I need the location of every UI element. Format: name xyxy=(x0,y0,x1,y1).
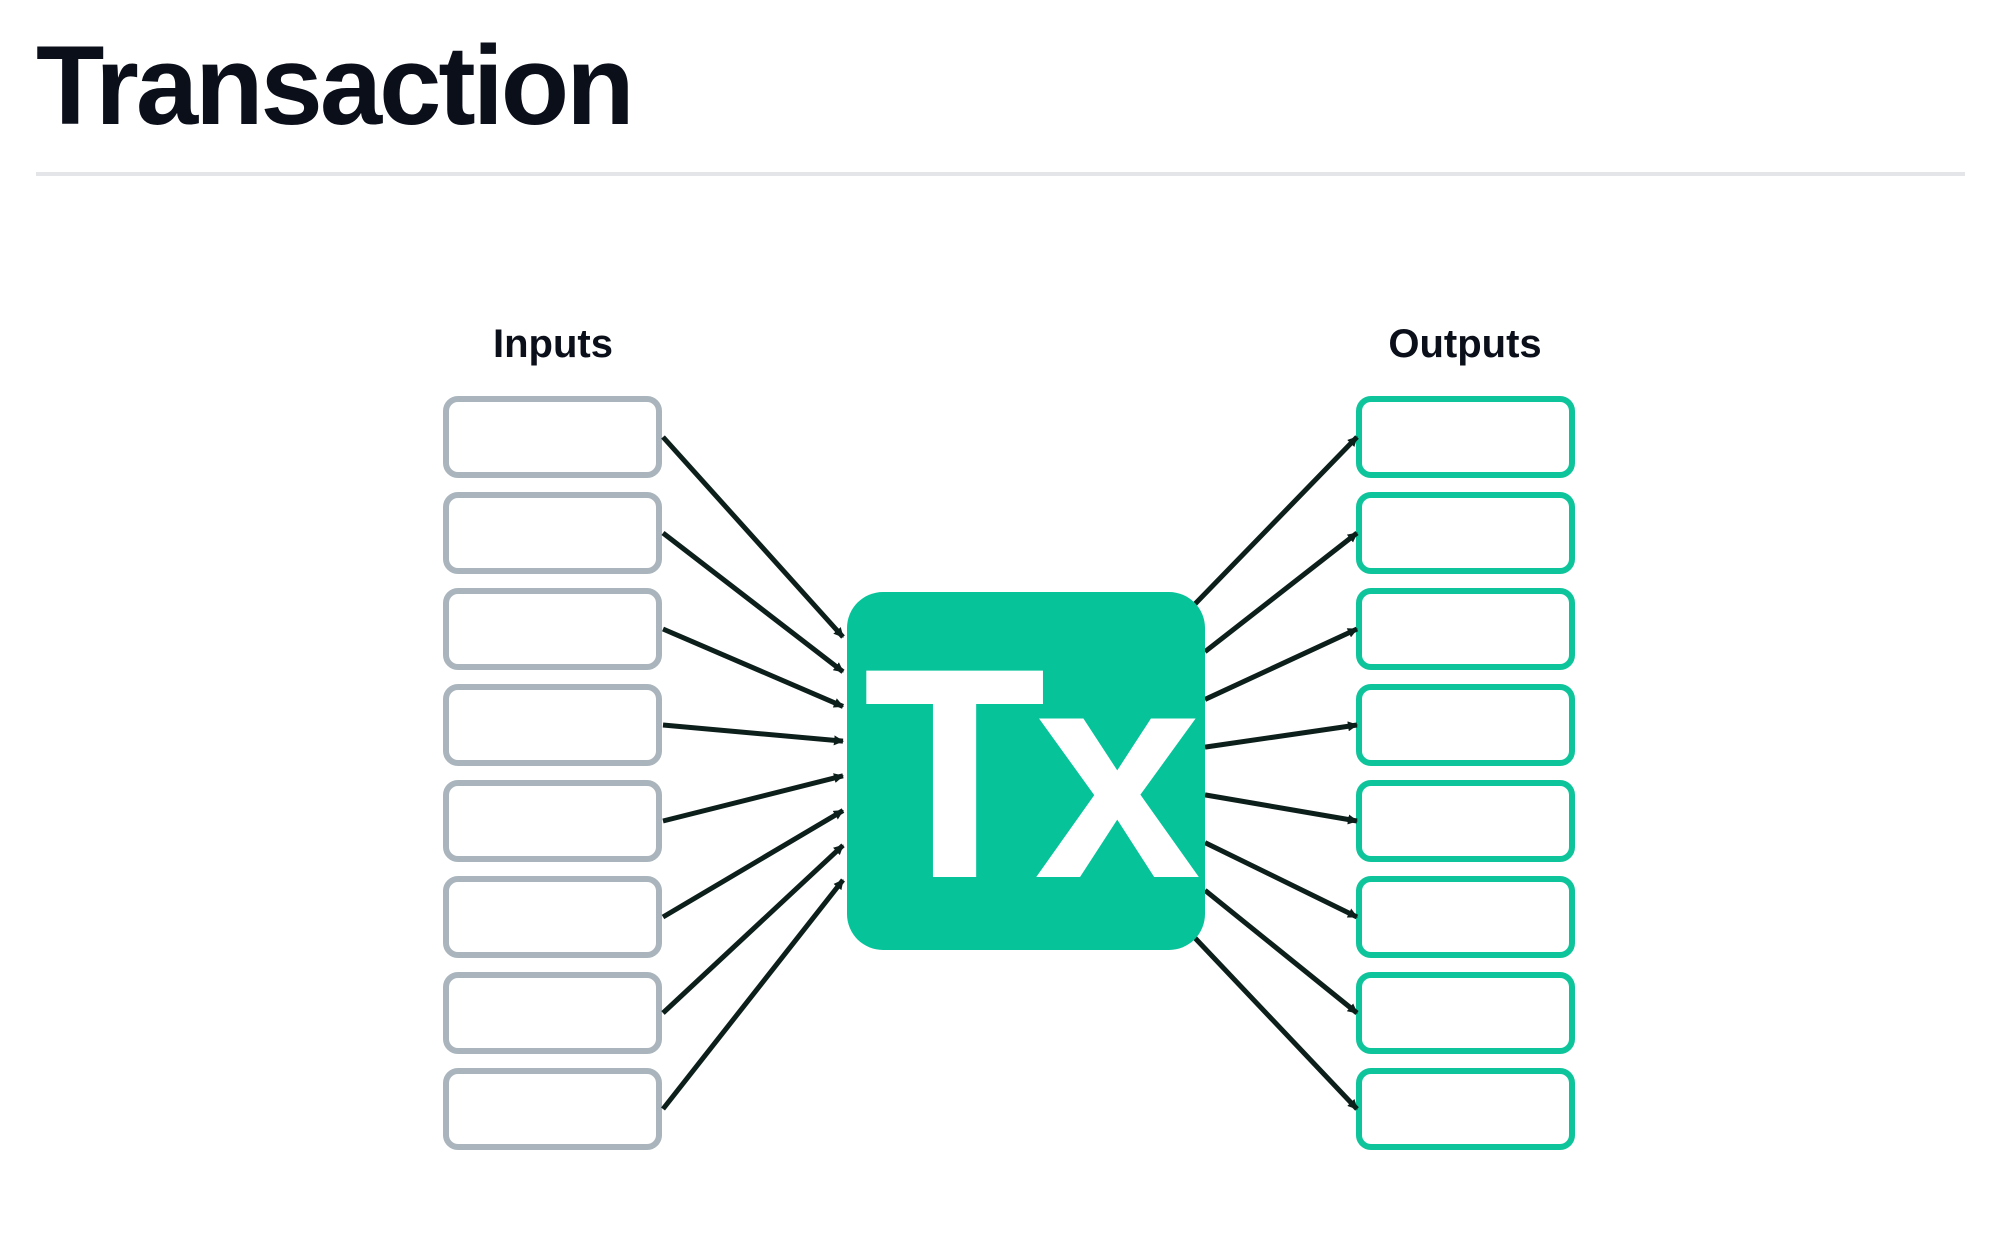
output-arrow-6 xyxy=(1203,840,1359,920)
output-arrow-1 xyxy=(1193,435,1359,606)
transaction-node: Tx xyxy=(847,592,1215,950)
outputs-heading: Outputs xyxy=(1388,322,1541,366)
input-boxes xyxy=(443,396,662,1150)
output-box-6 xyxy=(1356,876,1575,958)
input-arrow-8 xyxy=(661,878,845,1111)
output-arrow-7 xyxy=(1203,888,1359,1015)
input-arrow-3 xyxy=(662,626,844,709)
input-arrow-7 xyxy=(661,843,845,1015)
output-box-8 xyxy=(1356,1068,1575,1150)
page-title: Transaction xyxy=(36,23,635,148)
inputs-heading: Inputs xyxy=(493,322,613,366)
output-box-2 xyxy=(1356,492,1575,574)
transaction-node-label: Tx xyxy=(863,605,1203,941)
output-arrows xyxy=(1193,435,1359,1111)
output-arrow-8 xyxy=(1193,936,1359,1111)
input-arrow-1 xyxy=(661,435,845,639)
input-arrow-2 xyxy=(661,531,845,674)
output-box-5 xyxy=(1356,780,1575,862)
output-box-1 xyxy=(1356,396,1575,478)
output-arrow-5 xyxy=(1204,792,1358,825)
input-box-8 xyxy=(443,1068,662,1150)
output-arrow-2 xyxy=(1203,531,1359,654)
input-arrow-4 xyxy=(662,722,844,746)
input-box-2 xyxy=(443,492,662,574)
output-box-4 xyxy=(1356,684,1575,766)
output-boxes xyxy=(1356,396,1575,1150)
input-box-3 xyxy=(443,588,662,670)
output-box-7 xyxy=(1356,972,1575,1054)
input-box-7 xyxy=(443,972,662,1054)
output-arrow-3 xyxy=(1203,626,1359,702)
input-arrows xyxy=(661,435,845,1111)
input-box-6 xyxy=(443,876,662,958)
input-box-4 xyxy=(443,684,662,766)
transaction-node-box xyxy=(847,592,1205,950)
input-arrow-6 xyxy=(661,808,845,920)
title-divider xyxy=(36,172,1965,176)
input-box-5 xyxy=(443,780,662,862)
input-arrow-5 xyxy=(662,773,844,824)
input-box-1 xyxy=(443,396,662,478)
output-box-3 xyxy=(1356,588,1575,670)
output-arrow-4 xyxy=(1204,721,1358,750)
